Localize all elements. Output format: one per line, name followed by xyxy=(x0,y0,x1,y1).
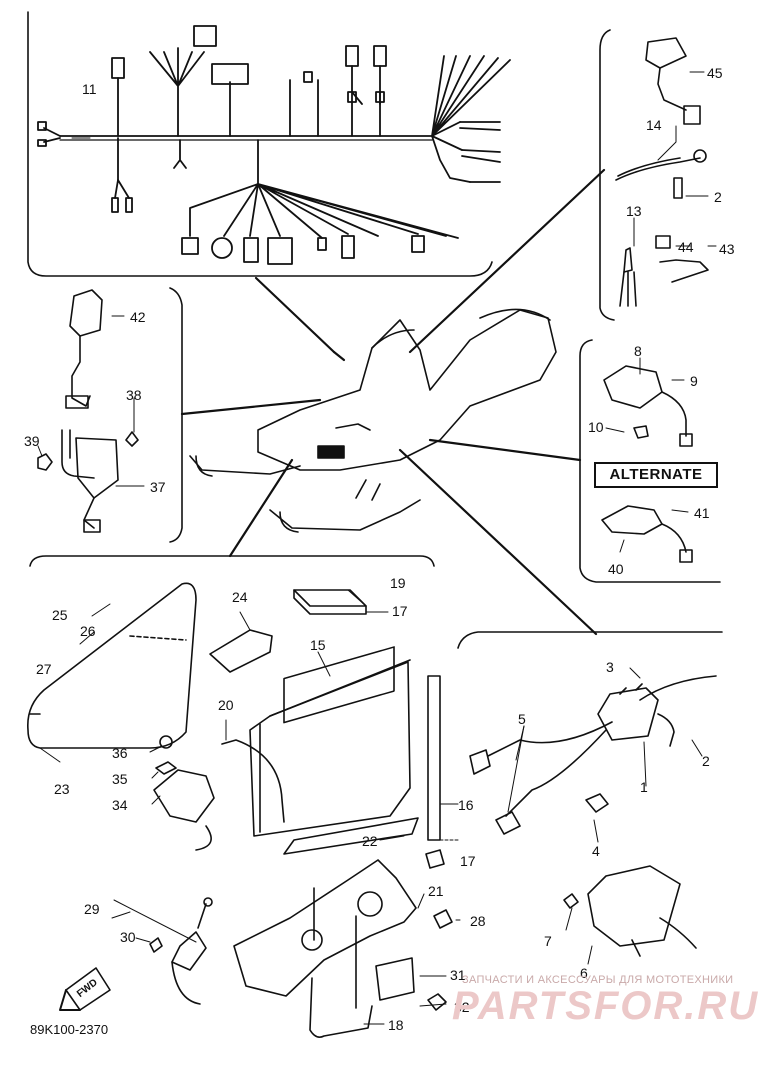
light-panel-border xyxy=(579,339,721,583)
callout-7: 7 xyxy=(544,933,552,949)
callout-13: 13 xyxy=(626,203,642,219)
snowmobile-outline xyxy=(189,308,557,533)
callout-38: 38 xyxy=(126,387,142,403)
ignition-panel-border xyxy=(599,29,615,321)
callout-8: 8 xyxy=(634,343,642,359)
callout-43: 43 xyxy=(719,241,735,257)
alternate-label: ALTERNATE xyxy=(594,462,718,488)
callout-34: 34 xyxy=(112,797,128,813)
callout-36: 36 xyxy=(112,745,128,761)
callout-30: 29 xyxy=(84,901,100,917)
ignition-coil-cdi xyxy=(469,675,717,957)
callout-22: 21 xyxy=(428,883,444,899)
callout-42: 42 xyxy=(130,309,146,325)
callout-2-bottom: 2 xyxy=(702,753,710,769)
callout-16: 16 xyxy=(458,797,474,813)
callout-33: 32 xyxy=(454,999,470,1015)
callout-15: 15 xyxy=(310,637,326,653)
callout-1: 1 xyxy=(640,779,648,795)
callout-32: 31 xyxy=(450,967,466,983)
callout-44: 44 xyxy=(678,239,694,255)
callout-18: 17 xyxy=(392,603,408,619)
callout-14: 14 xyxy=(646,117,662,133)
coil-panel-border xyxy=(457,631,723,649)
callout-leaders xyxy=(37,71,717,1025)
callout-9: 9 xyxy=(690,373,698,389)
mounting-bracket xyxy=(65,849,453,1038)
watermark-logo: PARTSFOR.RU xyxy=(452,984,760,1028)
snowmobile-leaders xyxy=(180,168,606,636)
callout-4: 4 xyxy=(592,843,600,859)
callout-40: 40 xyxy=(608,561,624,577)
callout-11: 11 xyxy=(82,81,97,97)
callout-28: 27 xyxy=(36,661,52,677)
ignition-switch-assembly xyxy=(615,37,709,307)
main-switch-relay xyxy=(37,289,139,533)
callout-31: 30 xyxy=(120,929,136,945)
callout-17: 17 xyxy=(460,853,476,869)
callout-24: 23 xyxy=(54,781,70,797)
battery-panel-border xyxy=(29,555,435,567)
callout-25: 24 xyxy=(232,589,248,605)
part-code: 89K100-2370 xyxy=(30,1022,109,1037)
callout-23: 22 xyxy=(362,833,378,849)
wire-harness xyxy=(37,25,511,265)
watermark-tagline: ЗАПЧАСТИ И АКСЕССУАРЫ ДЛЯ МОТОТЕХНИКИ xyxy=(462,974,734,986)
callout-3: 3 xyxy=(606,659,614,675)
callout-37: 37 xyxy=(150,479,166,495)
fwd-arrow xyxy=(59,989,81,1011)
taillight-assembly xyxy=(601,365,693,563)
switch-panel-border xyxy=(169,287,183,543)
callout-29: 28 xyxy=(470,913,486,929)
callout-27: 26 xyxy=(80,623,96,639)
callout-45: 45 xyxy=(707,65,723,81)
callout-10: 10 xyxy=(588,419,604,435)
callout-6: 6 xyxy=(580,965,588,981)
callout-39: 39 xyxy=(24,433,40,449)
callout-20: 19 xyxy=(390,575,406,591)
callout-19: 18 xyxy=(388,1017,404,1033)
callout-35: 35 xyxy=(112,771,128,787)
callout-41: 41 xyxy=(694,505,710,521)
callout-5: 5 xyxy=(518,711,526,727)
harness-panel-border xyxy=(27,11,493,277)
callout-2-top: 2 xyxy=(714,189,722,205)
callout-26: 25 xyxy=(52,607,68,623)
callout-21: 20 xyxy=(218,697,234,713)
